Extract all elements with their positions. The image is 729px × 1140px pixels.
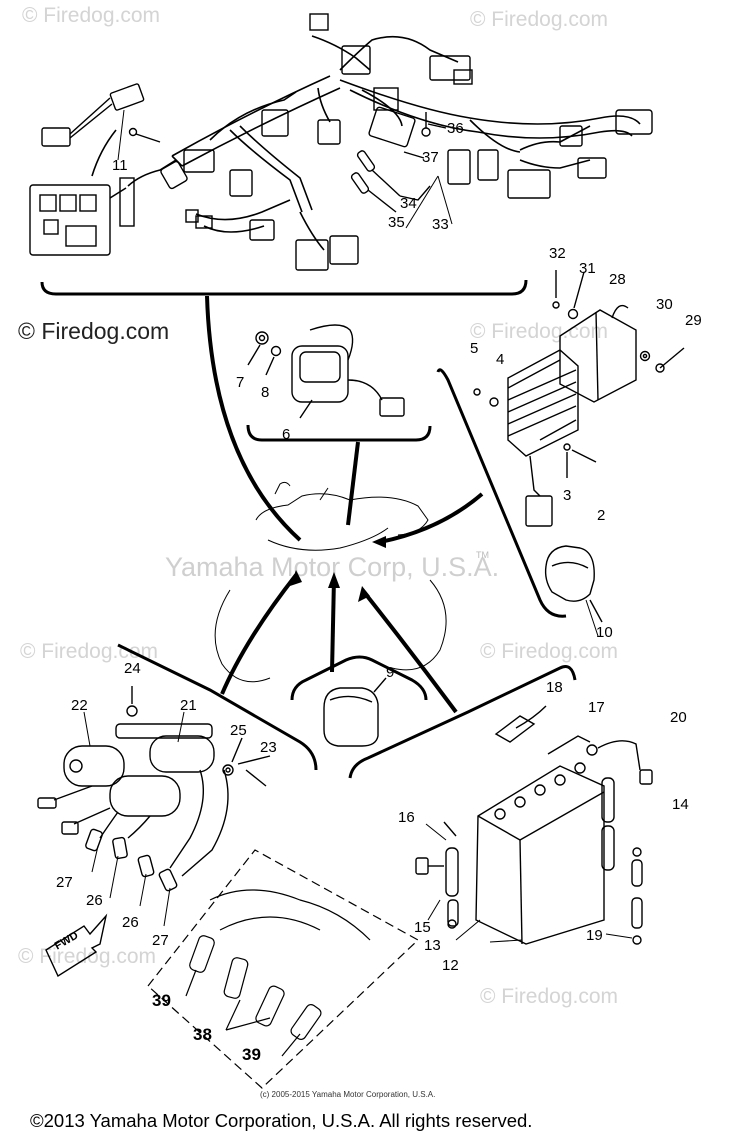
callout-36: 36 [447, 120, 464, 137]
callout-22: 22 [71, 697, 88, 714]
rectifier-regulator [473, 270, 685, 527]
callout-4: 4 [496, 351, 505, 368]
callout-20: 20 [670, 709, 687, 726]
callout-5: 5 [470, 340, 479, 357]
callout-37: 37 [422, 149, 439, 166]
callout-39-right: 39 [242, 1045, 261, 1064]
plug-cap-inset [147, 849, 420, 1089]
callout-30: 30 [656, 296, 673, 313]
group-brackets [40, 279, 577, 779]
callout-39-left: 39 [152, 991, 171, 1010]
callout-16: 16 [398, 809, 415, 826]
callout-25: 25 [230, 722, 247, 739]
callout-9: 9 [386, 664, 395, 681]
watermark-bottom-right: © Firedog.com [480, 985, 619, 1008]
callout-13: 13 [424, 937, 441, 954]
tm-mark: TM [476, 550, 489, 560]
harness-connectors [29, 13, 653, 271]
callout-27-left: 27 [56, 874, 73, 891]
watermark-bottom-left: © Firedog.com [18, 945, 157, 968]
callout-33: 33 [432, 216, 449, 233]
callout-14: 14 [672, 796, 689, 813]
watermark-main: © Firedog.com [18, 318, 170, 344]
callout-28: 28 [609, 271, 626, 288]
callout-19: 19 [586, 927, 603, 944]
fuse-items [350, 112, 447, 213]
wire-harness [91, 35, 641, 251]
callout-17: 17 [588, 699, 605, 716]
watermark-mid-right: © Firedog.com [470, 320, 609, 343]
footer-copyright: ©2013 Yamaha Motor Corporation, U.S.A. A… [30, 1110, 533, 1131]
callout-24: 24 [124, 660, 141, 677]
motorcycle-outline [214, 481, 447, 683]
fwd-arrow-icon [45, 913, 108, 978]
small-copyright: (c) 2005-2015 Yamaha Motor Corporation, … [260, 1090, 436, 1099]
ignition-coils [37, 686, 271, 892]
watermark-lower-left: © Firedog.com [20, 640, 159, 663]
callout-26-right: 26 [122, 914, 139, 931]
callout-35: 35 [388, 214, 405, 231]
callout-32: 32 [549, 245, 566, 262]
horn-unit [544, 545, 603, 623]
battery-unit [415, 705, 653, 945]
watermark-top-right: © Firedog.com [470, 8, 609, 31]
callout-29: 29 [685, 312, 702, 329]
callout-27-right: 27 [152, 932, 169, 949]
callout-26-left: 26 [86, 892, 103, 909]
callout-31: 31 [579, 260, 596, 277]
flasher-unit [323, 677, 387, 747]
callout-6: 6 [282, 426, 291, 443]
leader-stems [205, 295, 484, 714]
callout-11: 11 [112, 157, 128, 174]
callout-38: 38 [193, 1025, 212, 1044]
watermark-top-left: © Firedog.com [22, 4, 161, 27]
callout-21: 21 [180, 697, 197, 714]
callout-2: 2 [597, 507, 606, 524]
callout-7: 7 [236, 374, 245, 391]
center-watermark: Yamaha Motor Corp, U.S.A. [165, 552, 500, 582]
callout-12: 12 [442, 957, 459, 974]
callout-34: 34 [400, 195, 417, 212]
watermark-lower-right: © Firedog.com [480, 640, 619, 663]
callout-10: 10 [596, 624, 613, 641]
callout-3: 3 [563, 487, 572, 504]
callout-15: 15 [414, 919, 431, 936]
arrowheads [290, 536, 386, 602]
callout-8: 8 [261, 384, 270, 401]
callout-leaders [83, 109, 633, 943]
relay-unit [247, 324, 405, 419]
callout-23: 23 [260, 739, 277, 756]
callout-18: 18 [546, 679, 563, 696]
